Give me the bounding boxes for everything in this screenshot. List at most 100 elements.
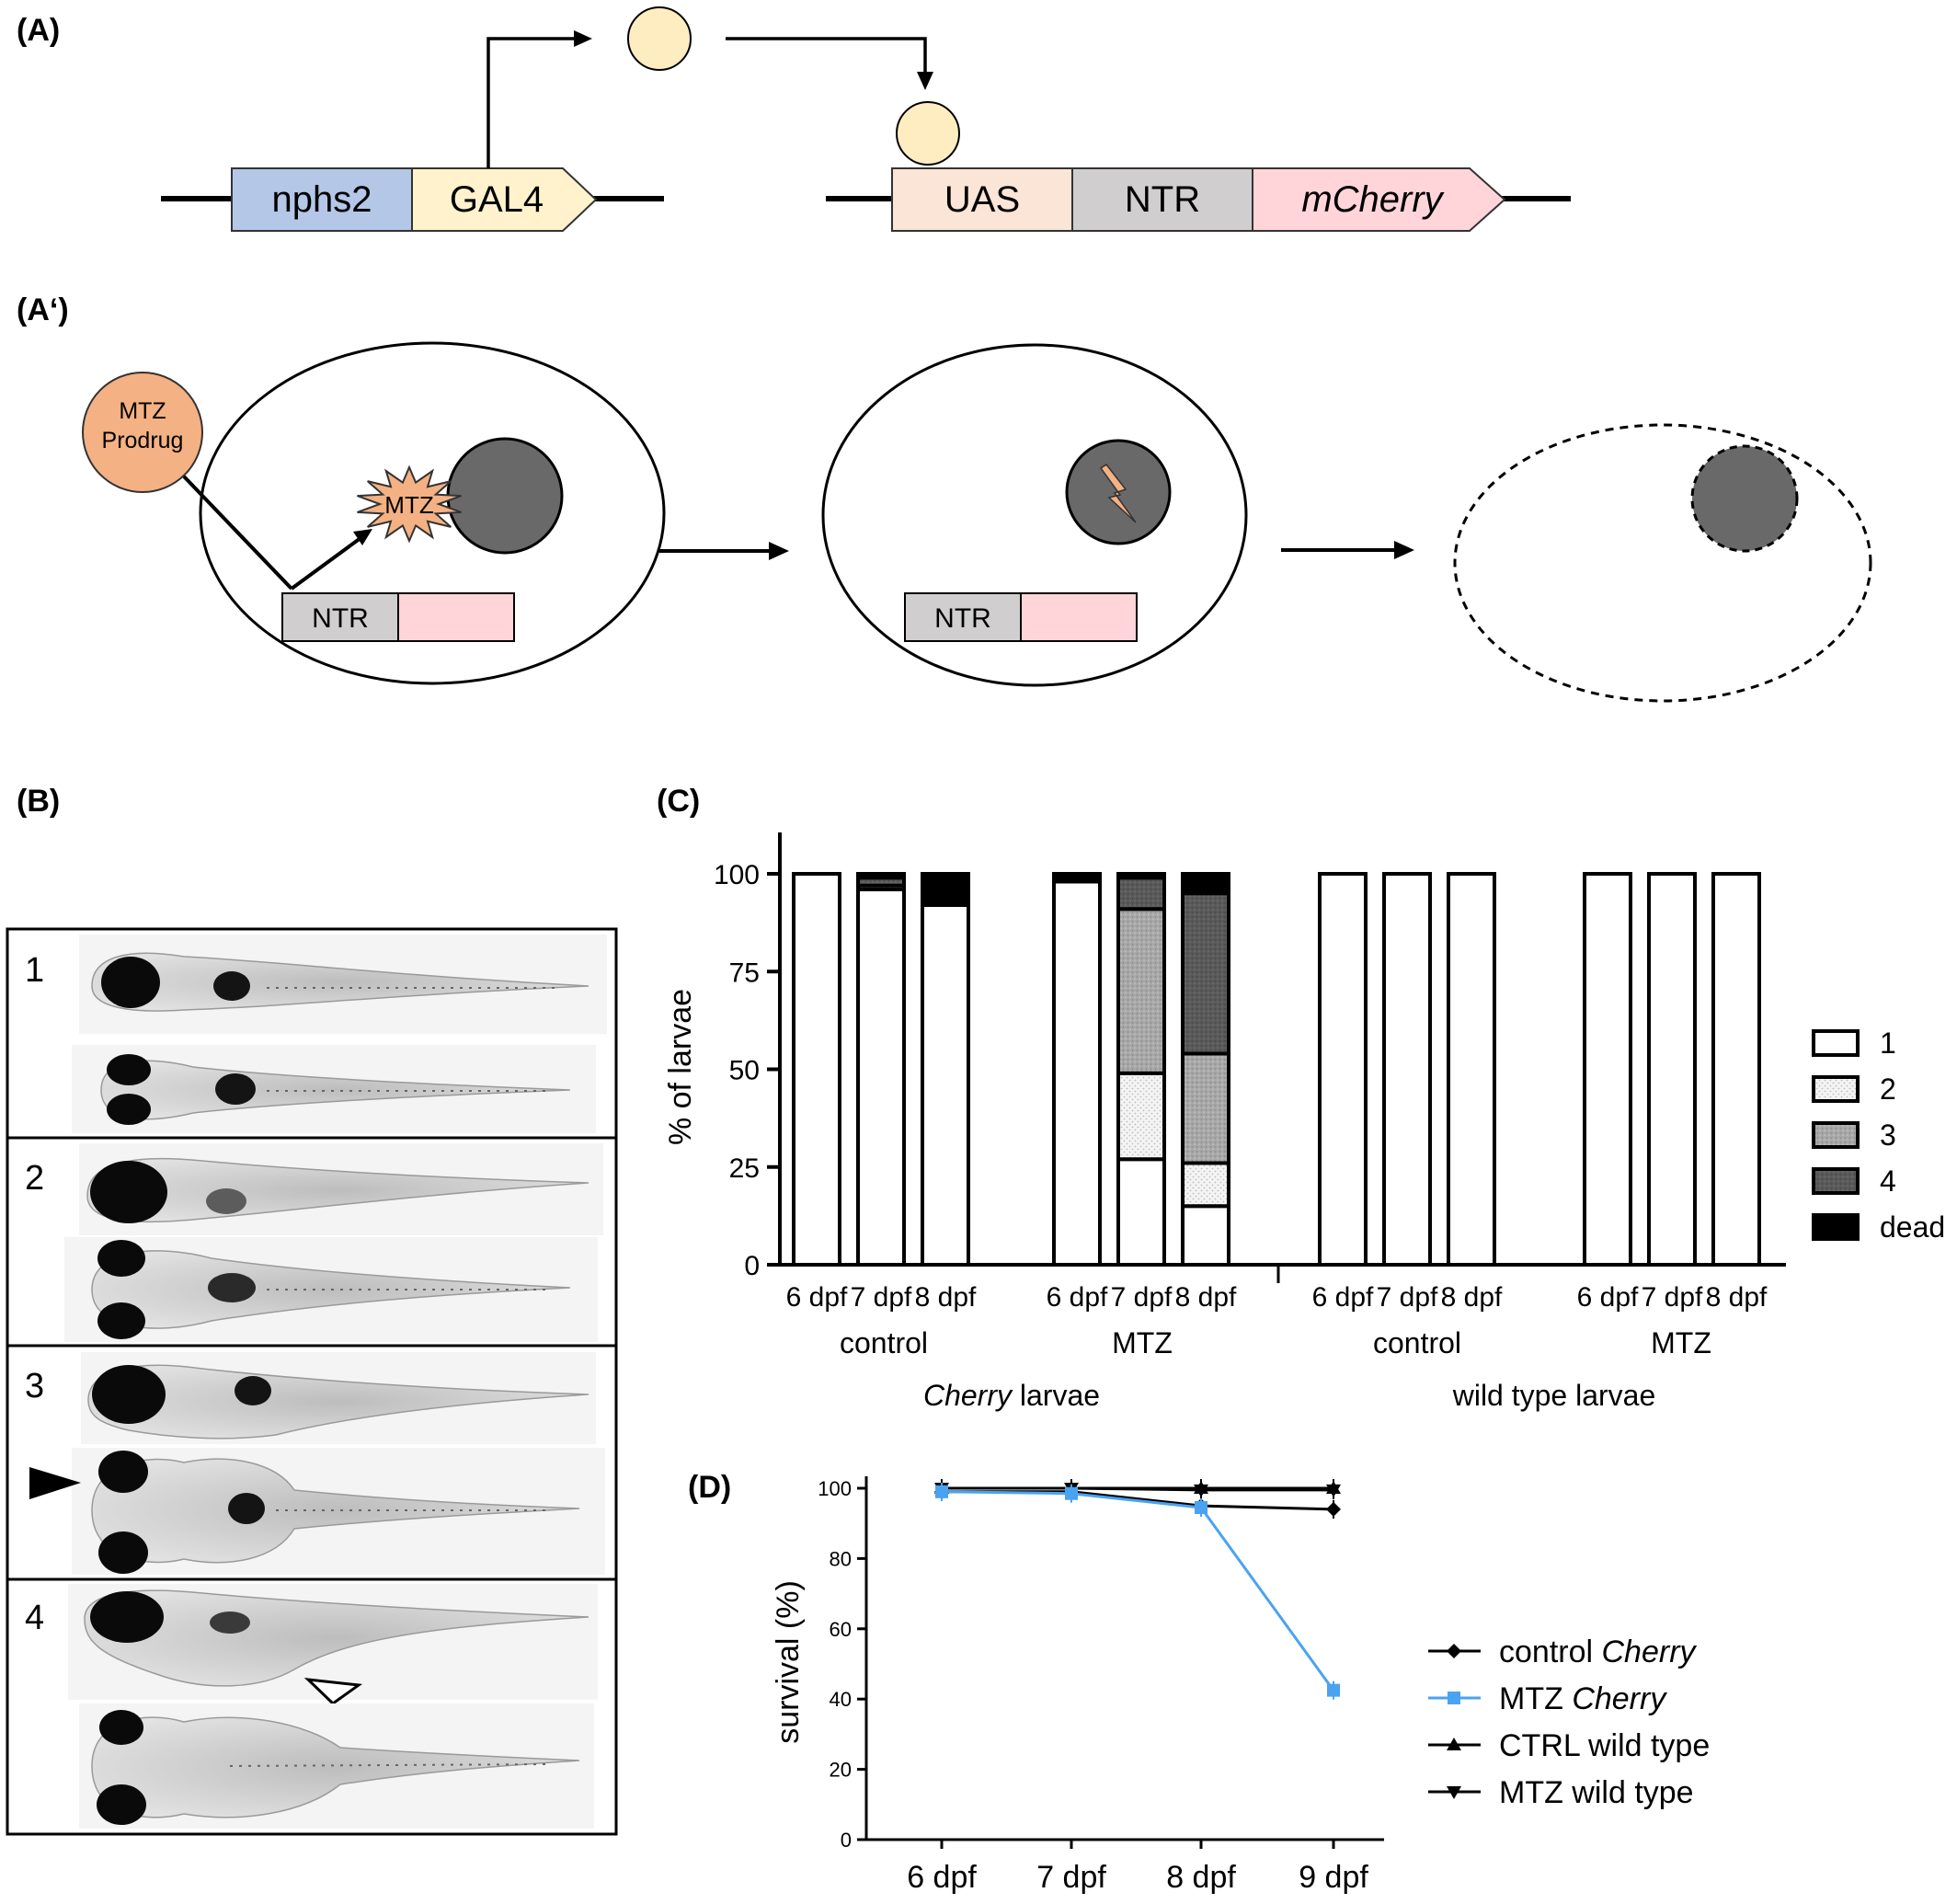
arrow-2-head bbox=[1394, 541, 1414, 559]
larva-grade-1-lateral bbox=[79, 935, 607, 1034]
grade-label-4: 4 bbox=[25, 1599, 44, 1637]
c-group-label: control bbox=[1373, 1326, 1461, 1359]
d-x-tick-label: 6 dpf bbox=[907, 1860, 977, 1895]
prodrug-uptake-line bbox=[182, 475, 293, 591]
larva-grade-3-lateral bbox=[81, 1352, 596, 1444]
c-legend-label: 2 bbox=[1880, 1072, 1896, 1106]
c-bar-segment-1 bbox=[1052, 879, 1102, 1267]
grade-label-1: 1 bbox=[25, 951, 44, 990]
c-bar-segment-1 bbox=[792, 872, 841, 1267]
mcherry-box-cell-1 bbox=[397, 592, 515, 642]
activation-line bbox=[290, 536, 362, 591]
c-bar-segment-3 bbox=[1181, 1051, 1230, 1165]
d-y-tick-label: 60 bbox=[830, 1618, 852, 1641]
edema-arrowhead-open bbox=[303, 1678, 363, 1705]
d-point-marker bbox=[935, 1485, 948, 1498]
dying-cell-outline bbox=[1453, 423, 1872, 703]
mcherry-label: mCherry bbox=[1301, 179, 1445, 220]
uas-box bbox=[891, 167, 1073, 232]
c-bar-segment-dead bbox=[856, 872, 906, 880]
d-legend-label: MTZ Cherry bbox=[1499, 1681, 1667, 1716]
d-series-line-3 bbox=[942, 1486, 1333, 1492]
arrow-1-head bbox=[769, 542, 789, 560]
c-y-axis-label: % of larvae bbox=[663, 989, 698, 1145]
d-legend-marker bbox=[1447, 1644, 1461, 1658]
c-y-tick-label: 0 bbox=[744, 1251, 760, 1281]
activated-mtz-label: MTZ bbox=[384, 491, 434, 519]
d-y-tick-label: 100 bbox=[818, 1477, 852, 1500]
c-group-label: MTZ bbox=[1112, 1326, 1173, 1359]
c-bar-segment-1 bbox=[921, 903, 970, 1267]
prodrug-label-line2: Prodrug bbox=[102, 428, 184, 453]
c-supergroup-label-wildtype: wild type larvae bbox=[1452, 1379, 1656, 1412]
binding-arrowhead bbox=[917, 72, 933, 90]
d-x-tick-label: 9 dpf bbox=[1299, 1860, 1368, 1895]
prodrug-label-line1: MTZ bbox=[119, 398, 166, 424]
c-bar-segment-2 bbox=[1181, 1161, 1230, 1209]
panel-label-d: (D) bbox=[688, 1470, 732, 1505]
c-legend-swatch-2 bbox=[1812, 1075, 1860, 1103]
panel-a-prime-diagram: MTZ Prodrug MTZ NTR NTR bbox=[82, 341, 1872, 703]
edema-arrowhead-filled bbox=[29, 1467, 81, 1499]
nphs2-label: nphs2 bbox=[272, 179, 372, 220]
panel-a-diagram: nphs2 GAL4 UAS NTR mCherry bbox=[161, 6, 1571, 232]
larva-grade-4-lateral bbox=[68, 1584, 598, 1700]
c-y-tick-label: 25 bbox=[729, 1153, 760, 1184]
c-bar-segment-4 bbox=[1116, 876, 1166, 912]
activation-arrowhead bbox=[353, 529, 372, 545]
panel-label-c: (C) bbox=[657, 784, 701, 819]
c-bar-segment-4 bbox=[1181, 891, 1230, 1056]
damage-bolt-icon bbox=[1099, 463, 1137, 523]
panel-label-b: (B) bbox=[17, 784, 61, 819]
expression-arrowhead bbox=[574, 30, 592, 47]
d-legend-label: MTZ wild type bbox=[1499, 1775, 1694, 1810]
bound-gal4-circle bbox=[896, 101, 960, 166]
c-bar-segment-1 bbox=[1647, 872, 1697, 1267]
d-point-marker bbox=[1194, 1484, 1208, 1497]
c-x-tick-label: 6 dpf bbox=[1312, 1282, 1374, 1313]
ntr-box-cell-2 bbox=[904, 592, 1022, 642]
c-bar-segment-1 bbox=[1711, 872, 1761, 1267]
expression-arrow bbox=[486, 37, 578, 168]
c-bar-segment-2 bbox=[1116, 1071, 1166, 1162]
c-bar-segment-1 bbox=[1583, 872, 1632, 1267]
grade-label-2: 2 bbox=[25, 1159, 44, 1198]
c-bar-segment-1 bbox=[1181, 1204, 1230, 1267]
d-legend-marker bbox=[1447, 1786, 1461, 1799]
c-y-tick-label: 50 bbox=[729, 1056, 760, 1086]
d-point-marker bbox=[1326, 1501, 1341, 1517]
c-legend-label: 4 bbox=[1880, 1164, 1896, 1198]
c-legend-swatch-dead bbox=[1812, 1213, 1860, 1241]
larva-grade-4-dorsal bbox=[79, 1703, 594, 1829]
c-x-tick-label: 8 dpf bbox=[1706, 1282, 1768, 1313]
c-legend-label: 1 bbox=[1880, 1027, 1896, 1060]
larva-grade-1-dorsal bbox=[72, 1045, 596, 1133]
c-bar-segment-dead bbox=[1181, 872, 1230, 896]
larva-grade-2-lateral bbox=[79, 1143, 603, 1235]
c-x-tick-label: 6 dpf bbox=[1577, 1282, 1639, 1313]
nphs2-box bbox=[231, 167, 413, 232]
d-legend-marker bbox=[1447, 1738, 1461, 1750]
larva-grade-2-dorsal bbox=[64, 1237, 598, 1342]
c-y-tick-label: 75 bbox=[729, 958, 760, 988]
c-x-tick-label: 7 dpf bbox=[1377, 1282, 1438, 1313]
activated-mtz-starburst bbox=[357, 465, 462, 544]
uas-label: UAS bbox=[944, 179, 1020, 220]
d-x-tick-label: 7 dpf bbox=[1036, 1860, 1106, 1895]
d-y-tick-label: 40 bbox=[830, 1688, 852, 1711]
c-x-tick-label: 6 dpf bbox=[1047, 1282, 1108, 1313]
c-bar-segment-1 bbox=[1382, 872, 1432, 1267]
larva-grade-3-dorsal bbox=[72, 1448, 605, 1575]
mcherry-box bbox=[1252, 167, 1506, 232]
c-x-tick-label: 7 dpf bbox=[851, 1282, 912, 1313]
d-y-axis-label: survival (%) bbox=[771, 1580, 806, 1744]
c-x-tick-label: 8 dpf bbox=[1441, 1282, 1503, 1313]
ntr-box bbox=[1071, 167, 1253, 232]
d-y-tick-label: 80 bbox=[830, 1547, 852, 1570]
c-bar-segment-dead bbox=[1052, 872, 1102, 884]
c-bar-segment-1 bbox=[1116, 1157, 1166, 1267]
dying-nucleus bbox=[1690, 444, 1799, 553]
d-y-tick-label: 0 bbox=[841, 1829, 852, 1852]
c-bar-segment-dead bbox=[1116, 872, 1166, 880]
